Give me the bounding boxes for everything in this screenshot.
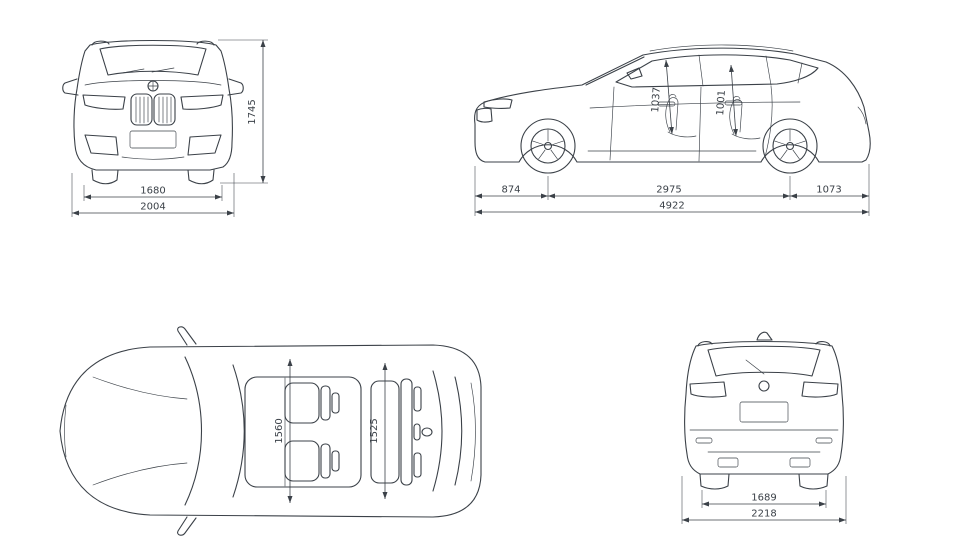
side-body-outline: [474, 47, 871, 163]
front-dimensions: 1745 1680 2004: [71, 39, 268, 217]
headlight-right: [180, 94, 224, 110]
bmw-roundel-cross: [147, 80, 159, 92]
wiper-right-icon: [151, 67, 175, 73]
length-extension-lines: [474, 164, 870, 216]
exhaust-left: [717, 457, 739, 468]
roof-rail-left: [697, 341, 713, 347]
dim-label-headroom-rear: 1001: [715, 90, 728, 116]
grille-slats: [135, 96, 172, 124]
dim-label-height: 1745: [247, 99, 258, 124]
dim-label-interior-width-front: 1560: [274, 418, 285, 443]
grille-side: [476, 107, 493, 123]
antenna-fin-top: [421, 427, 433, 437]
headroom-front-dim-line: [664, 59, 674, 135]
mirror-right: [227, 78, 244, 96]
roof-rail-right: [196, 40, 215, 46]
top-view: 1560 1525: [59, 326, 482, 536]
headlight-left: [82, 94, 126, 110]
exhaust-right: [789, 457, 811, 468]
rear-dimensions: 1689 2218: [681, 476, 847, 524]
dim-label-wheelbase: 2975: [656, 185, 681, 196]
windshield-top-arc: [232, 364, 245, 498]
dim-label-headroom-front: 1037: [650, 87, 663, 113]
rear-body-outline: [684, 340, 844, 475]
front-door-line: [609, 86, 615, 161]
side-dimensions: 1037 1001 874 2975 1073 4922: [474, 59, 870, 216]
rear-door-line: [764, 85, 773, 158]
roof-rail-right: [815, 341, 831, 347]
headlight-side: [483, 98, 513, 109]
door-split-line: [698, 86, 702, 162]
character-line: [589, 101, 801, 109]
bmw-roundel-rear-icon: [758, 380, 770, 392]
mirror-lower: [177, 516, 197, 536]
side-car-drawing: [474, 44, 871, 174]
front-skid-plate: [121, 156, 185, 160]
wiper-left-icon: [121, 68, 145, 74]
windshield: [99, 44, 207, 76]
air-intake-right: [187, 134, 222, 156]
dim-label-width: 2004: [140, 202, 165, 213]
rear-window-top-arc: [432, 370, 443, 492]
dim-label-track-rear: 1689: [751, 493, 776, 504]
top-dimensions: 1560 1525: [274, 359, 388, 503]
headroom-rear-dim-line: [728, 64, 739, 137]
rear-wheel: [762, 118, 818, 174]
license-plate-rear: [739, 401, 789, 423]
license-plate: [129, 130, 177, 149]
front-wheel: [520, 118, 576, 174]
taillight-left: [689, 381, 727, 398]
dim-label-width-rear: 2218: [751, 509, 776, 520]
antenna-fin: [756, 331, 773, 341]
front-view: 1745 1680 2004: [62, 39, 268, 217]
rear-window-base-arc: [454, 376, 463, 486]
tire-right: [798, 473, 829, 490]
side-view: 1037 1001 874 2975 1073 4922: [474, 44, 871, 216]
rear-view: 1689 2218: [681, 331, 847, 524]
roof-rail-left: [91, 40, 110, 46]
taillight-right: [801, 381, 839, 398]
rear-car-drawing: [684, 331, 844, 490]
top-car-drawing: [59, 326, 482, 536]
rear-wiper-icon: [745, 359, 765, 375]
front-body-outline: [73, 39, 233, 171]
dim-label-track: 1680: [140, 186, 165, 197]
dim-label-overhang-rear: 1073: [816, 185, 841, 196]
rear-window: [707, 345, 821, 377]
dim-label-length: 4922: [659, 201, 684, 212]
roof-rail: [649, 44, 794, 52]
mirror-left: [62, 78, 79, 96]
dim-label-overhang-front: 874: [501, 185, 520, 196]
tire-left: [91, 169, 119, 185]
kidney-grille-right: [153, 93, 176, 126]
spoiler-edge: [470, 382, 476, 482]
hood-crease-lower: [92, 462, 188, 486]
front-seats-top: [284, 382, 340, 482]
quarter-window-line: [797, 62, 803, 84]
taillight-side: [857, 106, 867, 125]
tire-left: [699, 473, 730, 490]
side-mirror: [626, 67, 643, 80]
hood-crease-upper: [92, 376, 188, 400]
reflector-right: [815, 437, 833, 444]
dim-label-interior-width-rear: 1525: [369, 418, 380, 443]
air-intake-left: [84, 134, 119, 156]
front-car-drawing: [62, 39, 244, 185]
height-extension-lines: [218, 39, 268, 184]
width-extension-lines: [71, 173, 235, 217]
windshield-base-arc: [184, 356, 202, 506]
mirror-upper: [177, 326, 197, 346]
windshield-line: [585, 56, 645, 86]
width-rear-extension-lines: [681, 476, 847, 524]
b-pillar: [698, 54, 704, 87]
tire-right: [187, 169, 215, 185]
front-bumper-line: [64, 404, 67, 458]
sunroof: [244, 376, 362, 488]
top-body-outline: [59, 344, 482, 518]
c-pillar: [765, 55, 772, 86]
reflector-left: [695, 437, 713, 444]
glasshouse: [615, 54, 819, 88]
kidney-grille-left: [130, 93, 153, 126]
